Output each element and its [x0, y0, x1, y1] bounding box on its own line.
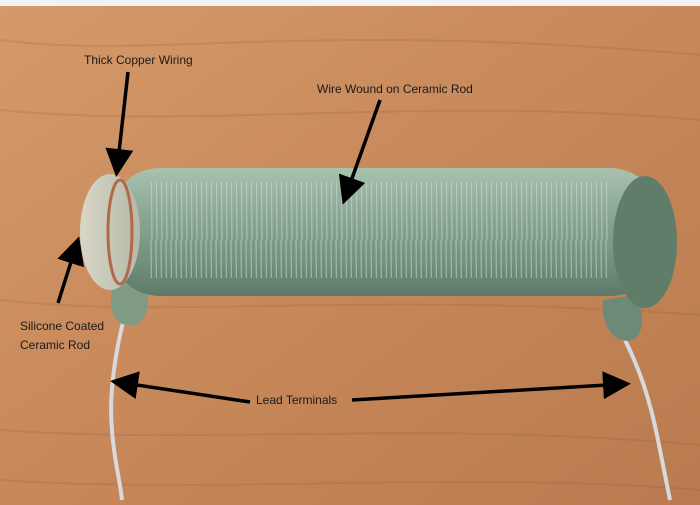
- label-wire-wound: Wire Wound on Ceramic Rod: [317, 82, 473, 96]
- right-end-cap: [613, 176, 677, 308]
- arrow-silicone: [56, 236, 85, 304]
- label-thick-copper-wiring: Thick Copper Wiring: [84, 53, 193, 67]
- left-lead-wire: [109, 314, 127, 501]
- right-silicone-blob: [602, 295, 643, 341]
- wire-winding: [150, 182, 610, 278]
- arrow-lead-right: [351, 371, 631, 402]
- label-silicone-coated: Silicone Coated Ceramic Rod: [20, 317, 104, 355]
- arrow-lead-left: [110, 371, 251, 404]
- right-lead-wire: [623, 339, 672, 501]
- label-silicone-line2: Ceramic Rod: [20, 338, 91, 352]
- copper-band: [106, 178, 134, 286]
- label-lead-terminals: Lead Terminals: [256, 393, 338, 407]
- arrow-thick-copper: [105, 71, 134, 177]
- arrow-wire-wound: [338, 99, 382, 205]
- label-silicone-line1: Silicone Coated: [20, 319, 105, 333]
- left-ceramic-end: [80, 174, 140, 290]
